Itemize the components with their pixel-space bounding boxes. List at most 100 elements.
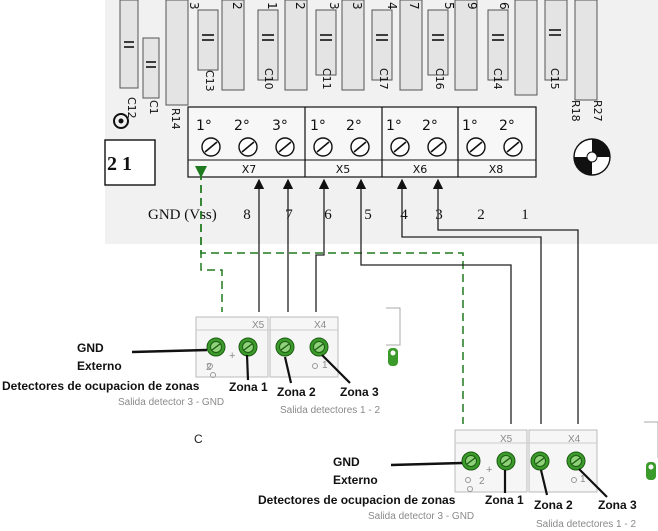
top-digit: 3 — [327, 2, 341, 10]
connector-x6: X6 — [413, 163, 428, 176]
detector-a-zona1-label: Zona 1 — [229, 380, 268, 394]
detector-a-x4: X4 — [314, 320, 327, 331]
screw-x7-1-icon — [201, 137, 221, 157]
detector-a-zona3-label: Zona 3 — [340, 385, 379, 399]
top-digit: 2 — [293, 2, 307, 10]
screw-x5-2-icon — [350, 137, 370, 157]
top-digit: 1 — [265, 2, 279, 10]
label-c13: C13 — [203, 70, 216, 92]
screw-x6-1-icon — [390, 137, 410, 157]
top-digit: 6 — [497, 2, 511, 10]
pcb-board: C12 C1 R14 C13 C10 C11 C17 C16 C14 C15 R… — [104, 0, 658, 244]
detector-a-caption-left: Salida detector 3 - GND — [118, 397, 224, 408]
top-digit: 7 — [407, 2, 421, 10]
detector-a-terminal-zona1-icon — [238, 337, 258, 357]
wire-pin5 — [355, 178, 512, 456]
detector-b-pin2: 2 — [479, 476, 485, 487]
screw-x8-2-icon — [503, 137, 523, 157]
pin-number: 2 — [477, 207, 485, 223]
board-logo-icon — [573, 138, 611, 176]
pin-number: 8 — [243, 207, 251, 223]
detector-a-detectors-label: Detectores de ocupacion de zonas — [2, 379, 200, 393]
detector-a-gnd-pointer — [131, 348, 208, 354]
terminal-pin-label: 1° — [386, 118, 402, 134]
label-c12: C12 — [125, 97, 138, 119]
top-digit: 2 — [230, 2, 244, 10]
connector-x7: X7 — [242, 163, 257, 176]
detector-a-terminal-zona2-icon — [275, 337, 295, 357]
detector-b-terminal-gnd-icon — [461, 451, 481, 471]
detector-b-zona3-label: Zona 3 — [598, 498, 637, 512]
screw-x5-1-icon — [313, 137, 333, 157]
screw-x6-2-icon — [427, 137, 447, 157]
svg-text:+: + — [229, 350, 235, 362]
detector-panel-a: X5 X4 + 2 1 GND Externo Detectores de oc… — [0, 307, 401, 420]
detector-b-terminal-zona2-icon — [530, 451, 550, 471]
detector-b-pin1: 1 — [580, 474, 586, 485]
pin-label-row: 1° 2° 3° 1° 2° 1° 2° 1° 2° — [196, 118, 515, 134]
terminal-pin-label: 2° — [499, 118, 515, 134]
label-r27: R27 — [591, 100, 604, 122]
top-digit: 9 — [465, 2, 479, 10]
detector-b-terminal-zona3-icon — [566, 451, 586, 471]
label-c17: C17 — [377, 68, 390, 90]
terminal-pin-label: 1° — [310, 118, 326, 134]
label-r18: R18 — [569, 100, 582, 122]
label-r14: R14 — [169, 108, 182, 130]
detector-a-zona2-label: Zona 2 — [277, 385, 316, 399]
terminal-pin-label: 3° — [272, 118, 288, 134]
detector-b-externo-label: Externo — [333, 473, 378, 487]
detector-b-zona2-label: Zona 2 — [534, 498, 573, 512]
detector-a-caption-right: Salida detectores 1 - 2 — [280, 405, 380, 416]
pin-number: 4 — [400, 207, 408, 223]
label-c15: C15 — [548, 68, 561, 90]
detector-a-pin2: 2 — [206, 362, 212, 373]
detector-b-x5: X5 — [500, 434, 513, 445]
gnd-vss-label: GND (Vss) — [148, 207, 217, 223]
pin-number-box-text: 2 1 — [107, 153, 132, 175]
detector-b-gnd-label: GND — [333, 455, 360, 469]
detector-b-gnd-pointer — [390, 461, 463, 467]
top-digit: 4 — [385, 2, 399, 10]
pin-number: 5 — [364, 207, 372, 223]
top-digit: 5 — [442, 2, 456, 10]
detector-b-detectors-label: Detectores de ocupacion de zonas — [258, 493, 456, 507]
label-c1: C1 — [147, 100, 160, 115]
pin-number: 1 — [521, 207, 529, 223]
terminal-pin-label: 1° — [462, 118, 478, 134]
top-digit: 3 — [187, 2, 201, 10]
detector-a-pin1: 1 — [322, 360, 328, 371]
screw-x8-1-icon — [466, 137, 486, 157]
pin-number: 6 — [324, 207, 332, 223]
detector-a-terminal-gnd-icon — [206, 337, 226, 357]
detector-b-zona1-label: Zona 1 — [485, 493, 524, 507]
label-c14: C14 — [491, 68, 504, 90]
detector-a-x5: X5 — [252, 320, 265, 331]
detector-a-gnd-label: GND — [77, 341, 104, 355]
top-digit: 3 — [350, 2, 364, 10]
terminal-block-strip: X7 X5 X6 X8 1°2°3°1°2°1°2°1°2° — [187, 106, 537, 178]
detector-a-terminal-zona3-icon — [309, 337, 329, 357]
detector-b-caption-right: Salida detectores 1 - 2 — [536, 519, 636, 530]
terminal-pin-label: 2° — [234, 118, 250, 134]
gnd-dashed-wire-a — [195, 166, 223, 340]
label-c10: C10 — [262, 68, 275, 90]
pin-number: 7 — [285, 207, 293, 223]
terminal-pin-label: 1° — [196, 118, 212, 134]
terminal-pin-label: 2° — [346, 118, 362, 134]
wires — [195, 166, 579, 456]
gnd-dashed-wire-b — [200, 172, 464, 448]
component-row — [119, 0, 598, 106]
connector-x8: X8 — [489, 163, 504, 176]
detector-panel-b: X5 X4 + 2 1 GND Externo Detectores de oc… — [258, 421, 658, 531]
pin-number: 3 — [435, 207, 443, 223]
wire-pin3 — [432, 178, 579, 456]
wire-pin4 — [396, 178, 542, 456]
screw-x7-2-icon — [238, 137, 258, 157]
label-c16: C16 — [433, 68, 446, 90]
label-c: C — [194, 432, 203, 446]
terminal-pin-label: 2° — [422, 118, 438, 134]
pin-number-row: 8 7 6 5 4 3 2 1 — [243, 207, 529, 223]
mounting-hole — [113, 113, 129, 129]
